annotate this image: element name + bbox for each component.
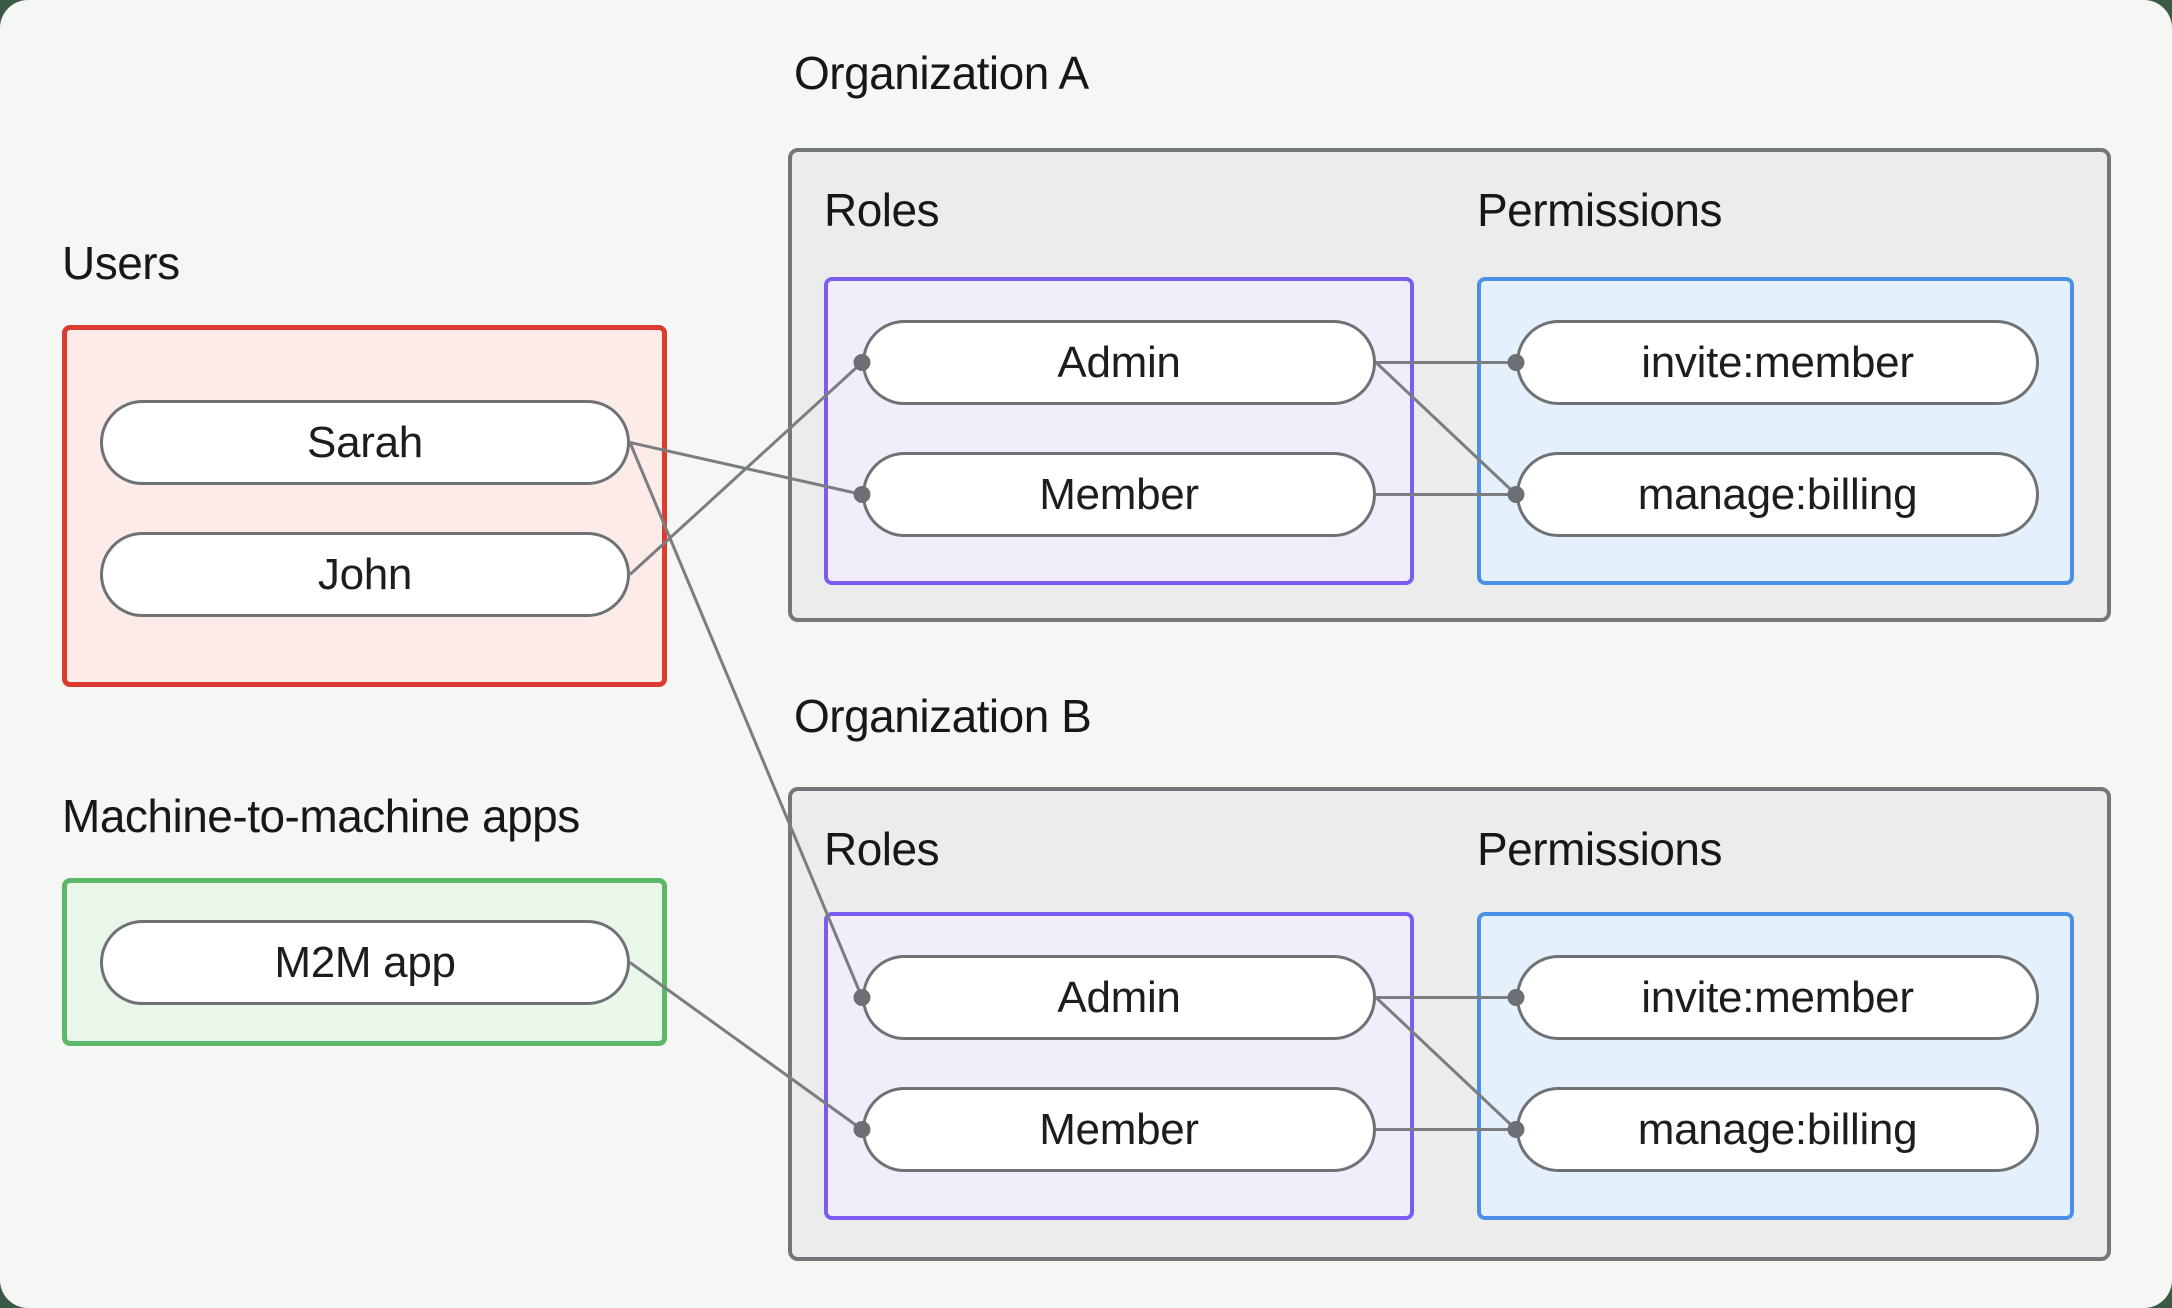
role-label: Member (1039, 469, 1199, 519)
org-b-role-member-node: Member (862, 1087, 1376, 1172)
org-b-permission-manage-billing-node: manage:billing (1516, 1087, 2039, 1172)
permission-label: manage:billing (1637, 1104, 1918, 1154)
user-node-label: Sarah (307, 417, 423, 467)
org-b-permission-invite-member-node: invite:member (1516, 955, 2039, 1040)
org-b-roles-label: Roles (824, 823, 940, 875)
user-node-sarah: Sarah (100, 400, 630, 485)
org-b-role-admin-node: Admin (862, 955, 1376, 1040)
role-label: Admin (1057, 337, 1181, 387)
users-group-box (62, 325, 667, 687)
org-a-permission-manage-billing-node: manage:billing (1516, 452, 2039, 537)
m2m-group-label: Machine-to-machine apps (62, 790, 580, 842)
org-b-title: Organization B (794, 690, 1092, 742)
m2m-app-node: M2M app (100, 920, 630, 1005)
user-node-label: John (317, 549, 413, 599)
permission-label: invite:member (1641, 337, 1914, 387)
user-node-john: John (100, 532, 630, 617)
role-label: Member (1039, 1104, 1199, 1154)
permission-label: invite:member (1641, 972, 1914, 1022)
permission-label: manage:billing (1637, 469, 1918, 519)
org-a-role-member-node: Member (862, 452, 1376, 537)
org-a-title: Organization A (794, 47, 1089, 99)
role-label: Admin (1057, 972, 1181, 1022)
org-a-permissions-label: Permissions (1477, 184, 1723, 236)
users-group-label: Users (62, 237, 180, 289)
m2m-app-label: M2M app (274, 937, 456, 987)
org-a-role-admin-node: Admin (862, 320, 1376, 405)
org-b-permissions-label: Permissions (1477, 823, 1723, 875)
org-a-roles-label: Roles (824, 184, 940, 236)
org-a-permission-invite-member-node: invite:member (1516, 320, 2039, 405)
